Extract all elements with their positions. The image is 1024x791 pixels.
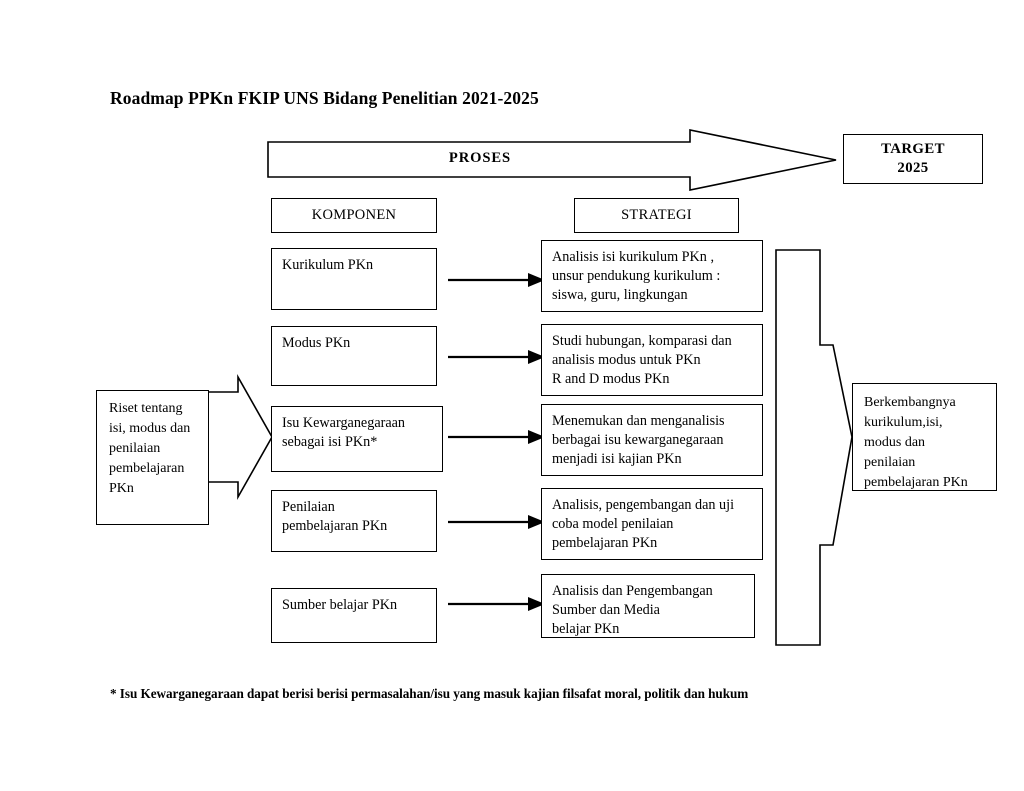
strategi-header-box: STRATEGI xyxy=(574,198,739,233)
strategi-label-4: Analisis, pengembangan dan uji coba mode… xyxy=(552,497,735,551)
input-riset-label: Riset tentang isi, modus dan penilaian p… xyxy=(109,401,191,496)
strategi-label-5: Analisis dan Pengembangan Sumber dan Med… xyxy=(552,583,713,637)
connector-arrow-5 xyxy=(448,597,545,611)
riset-block-arrow xyxy=(207,373,273,501)
aggregation-block-arrow xyxy=(775,249,853,646)
strategi-header-label: STRATEGI xyxy=(621,206,692,223)
input-riset-box: Riset tentang isi, modus dan penilaian p… xyxy=(96,390,209,525)
strategi-label-3: Menemukan dan menganalisis berbagai isu … xyxy=(552,413,725,467)
komponen-label-4: Penilaian pembelajaran PKn xyxy=(282,499,388,534)
target-label: TARGET 2025 xyxy=(881,140,945,176)
komponen-header-label: KOMPONEN xyxy=(311,206,397,223)
strategi-box-3: Menemukan dan menganalisis berbagai isu … xyxy=(541,404,763,476)
proses-label: PROSES xyxy=(448,150,512,166)
strategi-box-2: Studi hubungan, komparasi dan analisis m… xyxy=(541,324,763,396)
komponen-header-box: KOMPONEN xyxy=(271,198,437,233)
komponen-label-3: Isu Kewarganegaraan sebagai isi PKn* xyxy=(282,415,406,450)
strategi-box-5: Analisis dan Pengembangan Sumber dan Med… xyxy=(541,574,755,638)
footnote: * Isu Kewarganegaraan dapat berisi beris… xyxy=(110,686,749,701)
strategi-box-4: Analisis, pengembangan dan uji coba mode… xyxy=(541,488,763,560)
komponen-box-2: Modus PKn xyxy=(271,326,437,386)
outcome-label: Berkembangnya kurikulum,isi, modus dan p… xyxy=(864,395,968,490)
komponen-box-3: Isu Kewarganegaraan sebagai isi PKn* xyxy=(271,406,443,472)
komponen-label-1: Kurikulum PKn xyxy=(282,257,374,273)
komponen-label-2: Modus PKn xyxy=(282,335,351,351)
komponen-label-5: Sumber belajar PKn xyxy=(282,597,398,613)
connector-arrow-4 xyxy=(448,515,545,529)
target-box: TARGET 2025 xyxy=(843,134,983,184)
komponen-box-1: Kurikulum PKn xyxy=(271,248,437,310)
strategi-label-2: Studi hubungan, komparasi dan analisis m… xyxy=(552,333,732,387)
outcome-box: Berkembangnya kurikulum,isi, modus dan p… xyxy=(852,383,997,491)
strategi-label-1: Analisis isi kurikulum PKn , unsur pendu… xyxy=(552,249,721,303)
komponen-box-5: Sumber belajar PKn xyxy=(271,588,437,643)
connector-arrow-2 xyxy=(448,350,545,364)
komponen-box-4: Penilaian pembelajaran PKn xyxy=(271,490,437,552)
connector-arrow-1 xyxy=(448,273,545,287)
strategi-box-1: Analisis isi kurikulum PKn , unsur pendu… xyxy=(541,240,763,312)
page-title: Roadmap PPKn FKIP UNS Bidang Penelitian … xyxy=(110,88,539,108)
connector-arrow-3 xyxy=(448,430,545,444)
